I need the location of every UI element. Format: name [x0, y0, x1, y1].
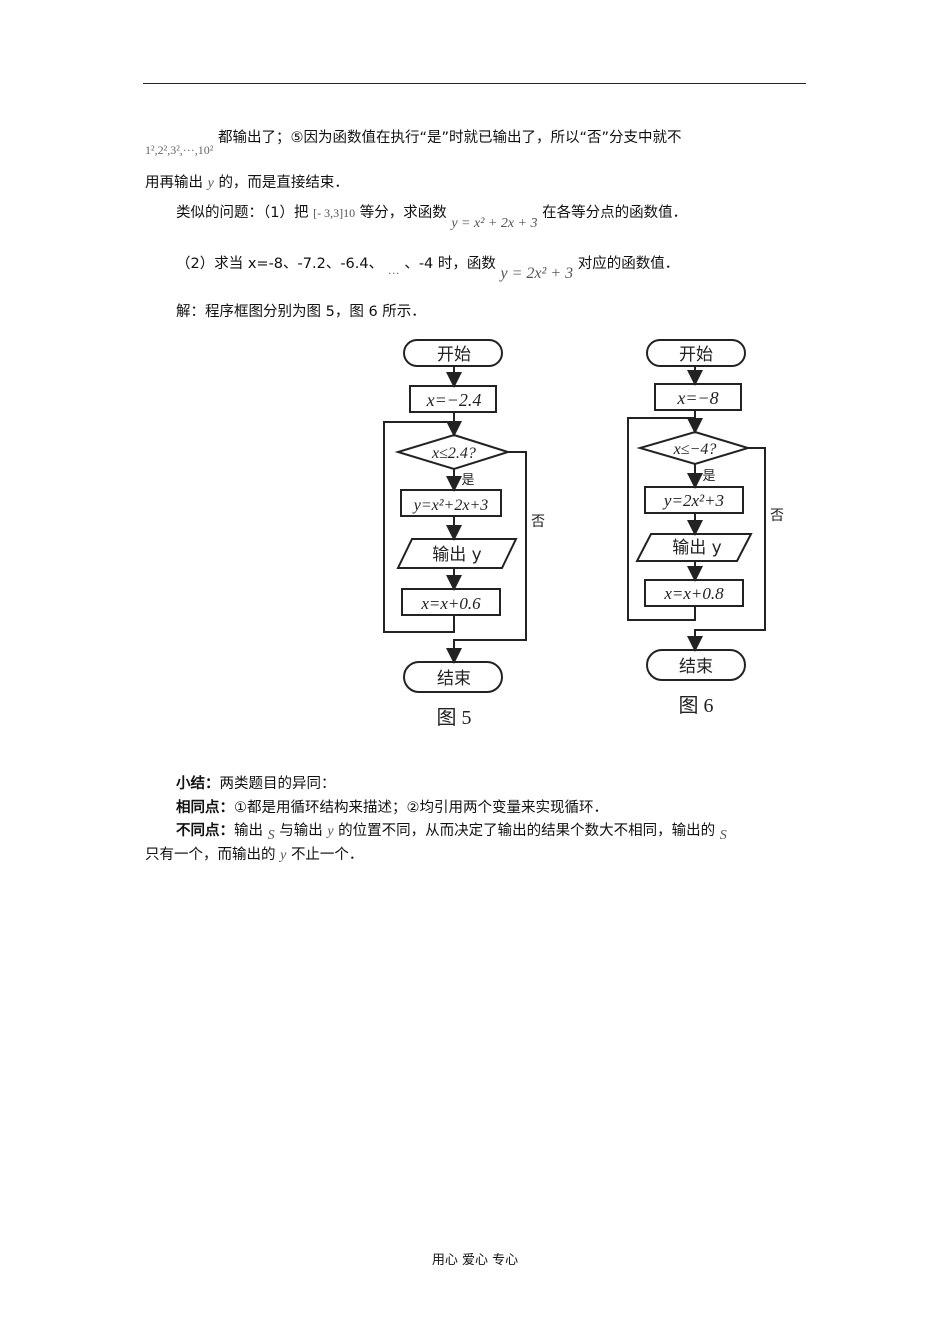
- interval-text: [- 3,3]10: [313, 206, 356, 220]
- paragraph-line-5: 解：程序框图分别为图 5，图 6 所示．: [176, 304, 426, 320]
- fig5-loop-back-line: [383, 421, 455, 633]
- fig6-output-label: 输出 y: [672, 538, 721, 558]
- fig5-update-label: x=x+0.6: [420, 594, 481, 613]
- fig6-update-label: x=x+0.8: [663, 584, 724, 603]
- summary-line: 小结：两类题目的异同：: [176, 774, 336, 794]
- last-text-a: 只有一个，而输出的: [145, 847, 276, 863]
- last-line: 只有一个，而输出的 y 不止一个．: [145, 845, 363, 866]
- line-2-text-b: 的，而是直接结束．: [218, 175, 349, 191]
- page-footer: 用心 爱心 专心: [431, 1253, 519, 1268]
- line-1-text: 都输出了；⑤因为函数值在执行“是”时就已输出了，所以“否”分支中就不: [218, 130, 682, 146]
- var-s-2: S: [719, 828, 727, 843]
- fig6-compute-label: y=2x²+3: [662, 491, 724, 510]
- fig5-cond-label: x≤2.4?: [431, 445, 476, 462]
- last-text-b: 不止一个．: [290, 847, 364, 863]
- var-y-1: y: [327, 824, 334, 839]
- fig6-end-terminal: [646, 649, 746, 681]
- fig5-compute-box: [400, 489, 502, 517]
- fig5-yes-label: 是: [461, 473, 474, 488]
- fig6-loop-back-line: [627, 417, 696, 621]
- flowchart-figure-5: 开始 x=−2.4 x≤2.4? 是 否 y=x²+2x+3 输出 y x=x+…: [383, 339, 545, 729]
- line-4-lead: （2）求当 x=-8、-7.2、-6.4、: [176, 256, 384, 272]
- header-rule: [143, 83, 806, 84]
- fig5-init-label: x=−2.4: [426, 390, 482, 410]
- squares-sequence: 1²,2²,3²,···,10²: [145, 143, 214, 157]
- line-3-mid: 等分，求函数: [359, 205, 447, 221]
- fig6-yes-label: 是: [702, 469, 715, 484]
- line-3-tail: 在各等分点的函数值．: [542, 205, 688, 221]
- fig5-output-parallelogram: [396, 538, 518, 569]
- fig6-no-label: 否: [770, 508, 784, 524]
- line-2-text-a: 用再输出: [145, 175, 203, 191]
- fig5-end-terminal: [403, 661, 503, 693]
- fig6-start-label: 开始: [679, 345, 713, 365]
- diff-text-b: 与输出: [279, 823, 323, 839]
- diff-text-a: 输出: [234, 823, 263, 839]
- fig5-output-label: 输出 y: [432, 545, 481, 565]
- line-4-tail: 对应的函数值．: [577, 256, 680, 272]
- fig6-init-box: [654, 383, 742, 411]
- function-2: y = 2x² + 3: [500, 265, 574, 282]
- fig6-cond-label: x≤−4?: [673, 441, 717, 458]
- paragraph-line-1: 1²,2²,3²,···,10² 都输出了；⑤因为函数值在执行“是”时就已输出了…: [145, 128, 682, 157]
- summary-label: 小结：: [176, 776, 220, 792]
- paragraph-line-3: 类似的问题：（1）把 [- 3,3]10 等分，求函数 y = x² + 2x …: [176, 203, 688, 231]
- fig5-update-box: [401, 588, 501, 616]
- fig5-no-label: 否: [531, 514, 545, 530]
- fig5-caption: 图 5: [437, 707, 472, 729]
- fig5-end-label: 结束: [437, 669, 471, 689]
- diff-points-line: 不同点：输出 S 与输出 y 的位置不同，从而决定了输出的结果个数大不相同，输出…: [176, 821, 727, 843]
- fig6-output-parallelogram: [635, 533, 753, 562]
- diff-label: 不同点：: [176, 823, 234, 839]
- same-text: ①都是用循环结构来描述；②均引用两个变量来实现循环．: [234, 800, 608, 816]
- ellipsis: …: [387, 263, 400, 277]
- fig6-caption: 图 6: [679, 695, 714, 717]
- fig5-no-branch-line: [446, 451, 527, 664]
- fig6-init-label: x=−8: [676, 388, 718, 408]
- paragraph-line-4: （2）求当 x=-8、-7.2、-6.4、 … 、-4 时，函数 y = 2x²…: [176, 254, 680, 282]
- fig5-compute-label: y=x²+2x+3: [412, 497, 489, 514]
- line-3-lead: 类似的问题：（1）把: [176, 205, 309, 221]
- summary-text: 两类题目的异同：: [219, 776, 336, 792]
- same-label: 相同点：: [176, 800, 234, 816]
- flowchart-figure-6: 开始 x=−8 x≤−4? 是 否 y=2x²+3 输出 y x=x+0.8 结…: [627, 339, 784, 717]
- fig5-start-label: 开始: [437, 345, 471, 365]
- var-y: y: [207, 176, 214, 191]
- line-4-mid: 、-4 时，函数: [404, 256, 496, 272]
- var-y-2: y: [280, 848, 287, 863]
- fig6-end-label: 结束: [679, 657, 713, 677]
- same-points-line: 相同点：①都是用循环结构来描述；②均引用两个变量来实现循环．: [176, 798, 608, 818]
- diff-text-c: 的位置不同，从而决定了输出的结果个数大不相同，输出的: [338, 823, 716, 839]
- paragraph-line-2: 用再输出 y 的，而是直接结束．: [145, 173, 349, 194]
- fig6-no-branch-line: [687, 447, 766, 652]
- function-1: y = x² + 2x + 3: [451, 216, 538, 231]
- var-s-1: S: [267, 828, 275, 843]
